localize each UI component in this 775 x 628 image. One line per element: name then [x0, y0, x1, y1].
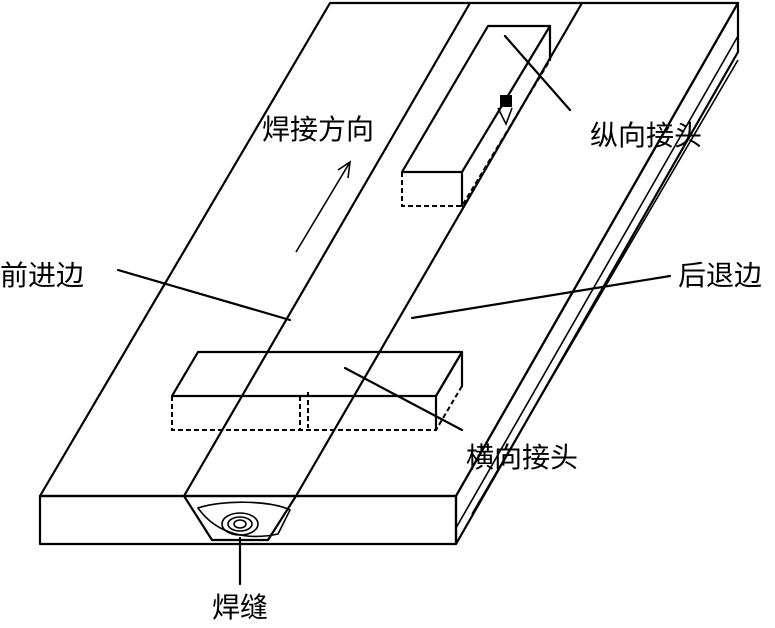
weld-nugget-shape: [196, 501, 292, 538]
transverse-joint-label: 横向接头: [466, 441, 579, 474]
welding-direction-arrow: [295, 161, 351, 253]
welding-direction-label: 焊接方向: [262, 113, 375, 146]
transverse-joint-block: [170, 350, 464, 432]
weld-nugget-ring-3: [233, 519, 247, 529]
leader-retreating: [410, 274, 672, 320]
weld-seam-label: 焊缝: [212, 591, 269, 624]
advancing-side-label: 前进边: [0, 259, 85, 292]
leader-advancing: [116, 268, 292, 322]
retreating-side-label: 后退边: [678, 259, 763, 292]
longitudinal-joint-label: 纵向接头: [590, 119, 703, 152]
longitudinal-joint-block: [400, 24, 552, 208]
side-face-line: [455, 35, 739, 529]
weld-nugget-ring-1: [221, 512, 259, 536]
tool-mark: [500, 95, 512, 107]
tool-mark-tail: [497, 107, 513, 126]
plate-top-face: [38, 1, 740, 498]
leader-transverse: [343, 366, 464, 432]
weld-nugget-ring-2: [227, 516, 253, 532]
advancing-side-edge: [182, 1, 472, 498]
leader-longitudinal: [503, 34, 572, 112]
welding-direction-arrowhead: [337, 160, 352, 179]
